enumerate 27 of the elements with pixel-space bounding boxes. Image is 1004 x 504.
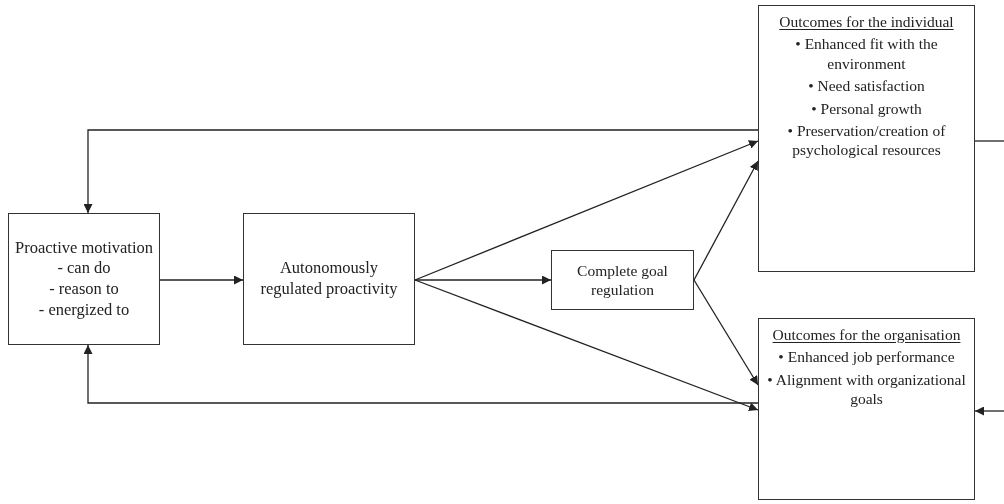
arrow: [414, 279, 759, 411]
box-text: • Preservation/creation of psychological resources: [786, 120, 947, 160]
box-text: • Enhanced fit with the environment: [794, 34, 939, 74]
box-text: • Alignment with organizational goals: [766, 369, 967, 409]
arrow: [414, 140, 759, 281]
process-box: [551, 250, 694, 310]
arrow: [693, 160, 759, 281]
box-heading: Outcomes for the organisation: [772, 325, 961, 345]
box-text: • Enhanced job performance: [778, 347, 955, 367]
arrow: [974, 406, 1004, 416]
arrow: [83, 129, 759, 214]
box-text: - can do: [57, 258, 111, 279]
process-box: [758, 5, 975, 272]
box-text: • Personal growth: [811, 98, 922, 118]
box-text: Proactive motivation: [15, 237, 153, 259]
box-text: - reason to: [49, 279, 119, 300]
arrow: [693, 279, 759, 386]
process-box: [758, 318, 975, 500]
box-text: Autonomously regulated proactivity: [259, 258, 399, 300]
box-heading: Outcomes for the individual: [779, 12, 954, 32]
box-text: Complete goal regulation: [576, 260, 669, 300]
box-text: • Need satisfaction: [808, 76, 925, 96]
box-text: - energized to: [38, 299, 130, 321]
arrow: [83, 344, 759, 404]
process-box: [243, 213, 415, 345]
arrow: [159, 275, 244, 285]
process-box: [8, 213, 160, 345]
